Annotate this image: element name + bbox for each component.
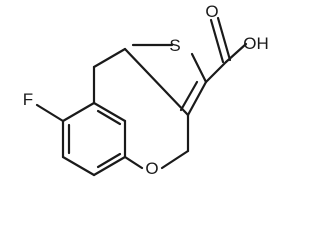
bond-carboxyl-1	[204, 60, 228, 84]
bond-benzene-double-2	[96, 152, 122, 169]
bond-benzene-6	[61, 101, 96, 123]
bond-carbonyl-double-a	[209, 18, 225, 64]
atom-oxygen-ring: O	[145, 159, 158, 178]
atom-hydroxyl: OH	[243, 34, 269, 53]
structure-canvas: S O F O OH	[23, 2, 269, 178]
atom-fluorine: F	[23, 90, 33, 109]
atom-carbonyl-oxygen: O	[205, 2, 218, 21]
bond-benzene-4	[61, 155, 96, 177]
bond-fluorine	[35, 103, 65, 123]
bond-hydroxyl	[224, 42, 248, 64]
bond-benzene-double-1	[96, 109, 122, 126]
chemical-structure: S O F O OH	[23, 2, 269, 178]
bond-pyran-3	[160, 149, 190, 170]
bond-thiophene-1	[92, 47, 127, 69]
atom-sulfur: S	[169, 36, 180, 55]
bond-thiophene-3	[186, 80, 208, 117]
bond-pyran-2	[123, 155, 144, 170]
bond-carbonyl-double-b	[216, 16, 232, 62]
bond-thiophene-double	[179, 80, 199, 112]
bond-benzene-1	[92, 101, 127, 123]
bond-thiophene-2	[123, 47, 190, 117]
bond-benzene-3	[92, 155, 127, 177]
bond-thiophene-4	[190, 52, 208, 84]
